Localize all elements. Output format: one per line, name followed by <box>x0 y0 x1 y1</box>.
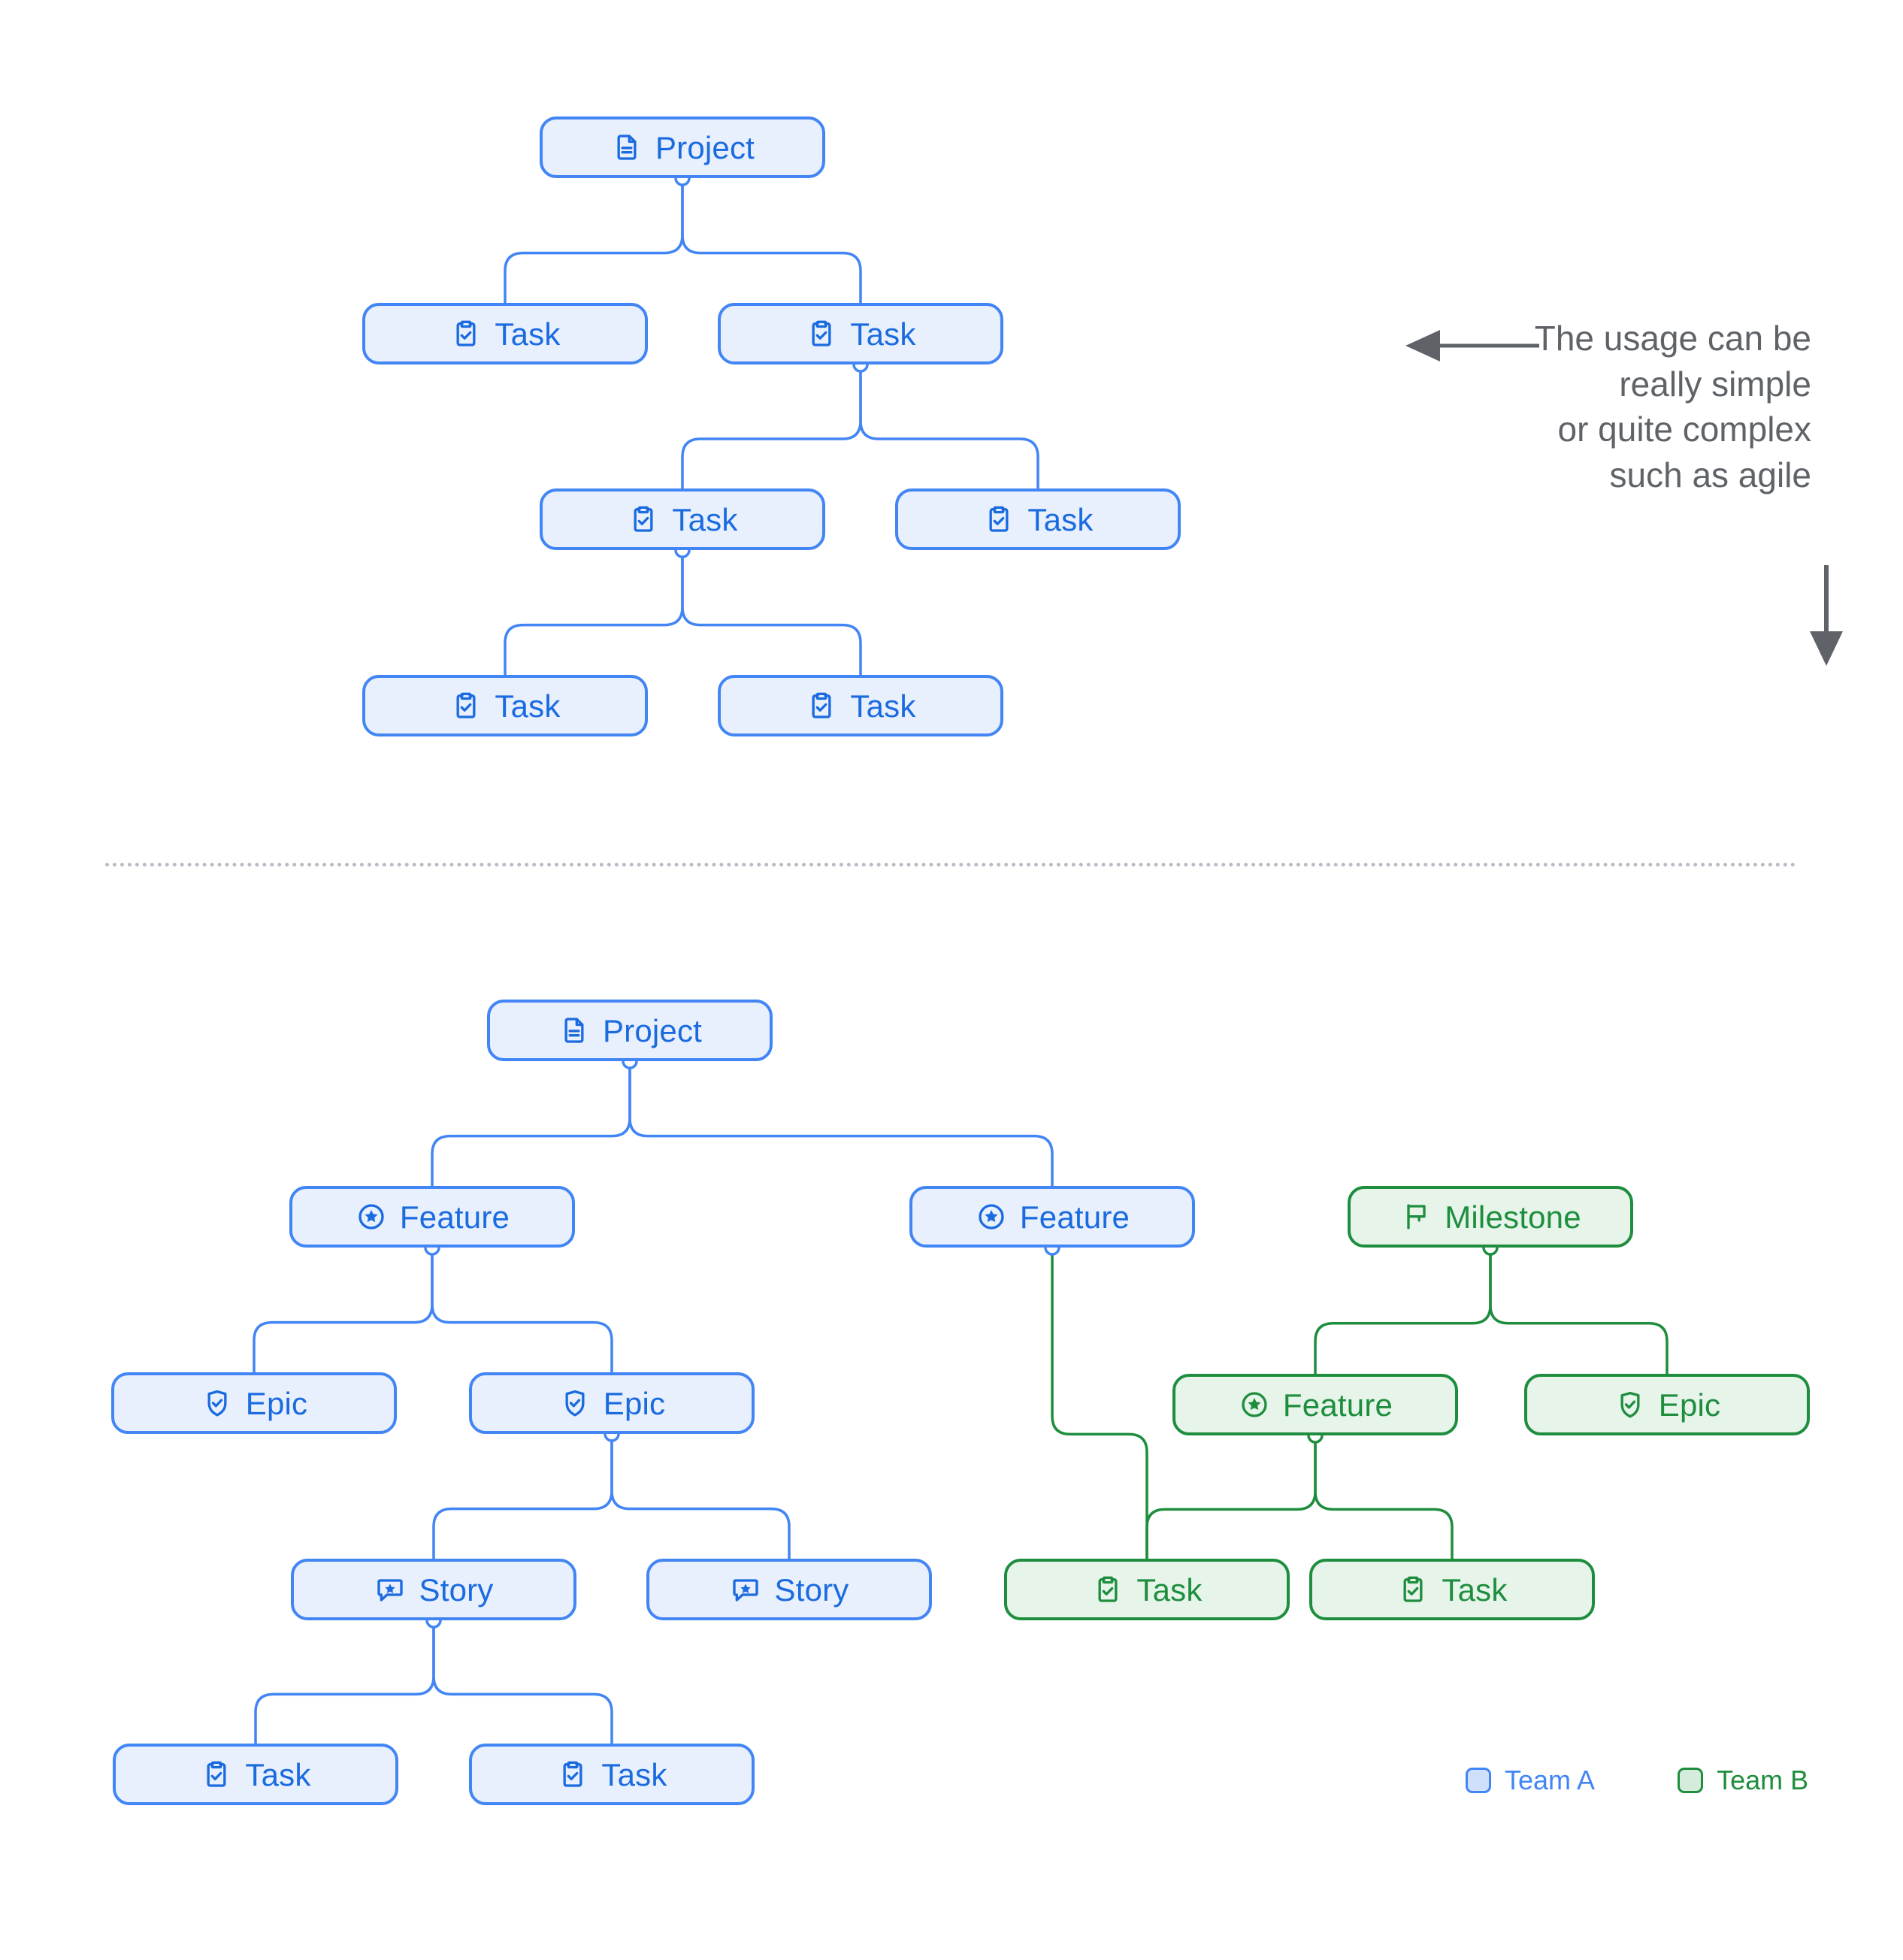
node-task[interactable]: Task <box>718 675 1003 737</box>
flag-icon <box>1399 1200 1433 1233</box>
connector <box>504 178 684 303</box>
node-label: Epic <box>245 1386 308 1421</box>
node-label: Project <box>602 1013 703 1048</box>
node-label: Task <box>495 688 561 724</box>
node-label: Task <box>1442 1572 1508 1608</box>
clipboard-check-icon <box>449 317 483 350</box>
node-epic[interactable]: Epic <box>1524 1374 1810 1435</box>
connector <box>1489 1248 1669 1374</box>
star-circle-icon <box>1238 1388 1271 1421</box>
node-label: Task <box>1027 502 1094 537</box>
node-project[interactable]: Project <box>487 1000 773 1061</box>
node-task[interactable]: Task <box>895 488 1181 550</box>
node-label: Story <box>774 1572 849 1608</box>
clipboard-check-icon <box>805 689 838 722</box>
connector <box>432 1620 613 1744</box>
annotation-line-4: such as agile <box>1609 455 1812 495</box>
node-feature[interactable]: Feature <box>909 1186 1195 1248</box>
node-milestone[interactable]: Milestone <box>1348 1186 1633 1248</box>
node-feature[interactable]: Feature <box>1172 1374 1458 1435</box>
annotation-line-2: really simple <box>1619 364 1811 404</box>
node-label: Feature <box>399 1199 510 1235</box>
connector <box>628 1061 1054 1186</box>
connector <box>681 364 862 488</box>
legend-item-team-a: Team A <box>1466 1765 1595 1796</box>
connector <box>859 364 1039 488</box>
arrow-down-icon <box>1810 565 1843 666</box>
node-task[interactable]: Task <box>718 303 1003 364</box>
connector <box>504 550 684 675</box>
comment-star-icon <box>729 1573 762 1606</box>
connector <box>432 1434 613 1559</box>
node-label: Epic <box>603 1386 666 1421</box>
node-task[interactable]: Task <box>1309 1559 1595 1620</box>
legend-label-team-a: Team A <box>1505 1765 1596 1795</box>
document-icon <box>610 131 643 164</box>
node-label: Task <box>495 316 561 352</box>
node-feature[interactable]: Feature <box>289 1186 575 1248</box>
connector <box>681 550 862 675</box>
node-label: Milestone <box>1445 1199 1581 1235</box>
legend-swatch-team-b <box>1678 1768 1704 1793</box>
legend-swatch-team-a <box>1466 1768 1491 1793</box>
connector <box>431 1061 631 1186</box>
node-label: Story <box>419 1572 494 1608</box>
clipboard-check-icon <box>982 503 1015 536</box>
clipboard-check-icon <box>627 503 660 536</box>
connector <box>254 1620 435 1744</box>
annotation-line-3: or quite complex <box>1557 410 1812 449</box>
connector <box>431 1248 613 1372</box>
node-epic[interactable]: Epic <box>111 1372 397 1434</box>
node-label: Task <box>850 316 916 352</box>
legend-item-team-b: Team B <box>1678 1765 1808 1796</box>
node-label: Task <box>245 1757 311 1792</box>
connector <box>253 1248 434 1372</box>
connector <box>681 178 862 303</box>
clipboard-check-icon <box>556 1758 589 1791</box>
node-label: Task <box>672 502 738 537</box>
node-task[interactable]: Task <box>362 675 648 737</box>
star-circle-icon <box>355 1200 388 1233</box>
legend-label-team-b: Team B <box>1717 1765 1809 1795</box>
arrow-left-icon <box>1405 330 1539 361</box>
node-label: Task <box>850 688 916 724</box>
node-label: Feature <box>1282 1387 1393 1423</box>
node-label: Epic <box>1658 1387 1721 1423</box>
annotation-line-1: The usage can be <box>1534 319 1811 358</box>
clipboard-check-icon <box>1396 1573 1430 1606</box>
node-task[interactable]: Task <box>469 1744 755 1805</box>
node-task[interactable]: Task <box>113 1744 398 1805</box>
node-task[interactable]: Task <box>362 303 648 364</box>
clipboard-check-icon <box>200 1758 233 1791</box>
connector <box>1314 1435 1454 1559</box>
node-label: Task <box>601 1757 667 1792</box>
node-task[interactable]: Task <box>540 488 825 550</box>
connector <box>1314 1248 1492 1374</box>
clipboard-check-icon <box>1091 1573 1124 1606</box>
node-label: Task <box>1136 1572 1203 1608</box>
node-label: Feature <box>1019 1199 1130 1235</box>
node-project[interactable]: Project <box>540 116 825 178</box>
node-story[interactable]: Story <box>291 1559 576 1620</box>
node-epic[interactable]: Epic <box>469 1372 755 1434</box>
connector <box>1145 1435 1317 1559</box>
document-icon <box>558 1014 591 1047</box>
star-circle-icon <box>975 1200 1008 1233</box>
comment-star-icon <box>374 1573 407 1606</box>
annotation-note: The usage can be really simple or quite … <box>1473 316 1811 498</box>
connector <box>610 1434 791 1559</box>
node-label: Project <box>655 130 755 165</box>
clipboard-check-icon <box>449 689 483 722</box>
section-divider <box>105 863 1796 867</box>
legend: Team A Team B <box>1466 1765 1808 1796</box>
shield-check-icon <box>1614 1388 1647 1421</box>
clipboard-check-icon <box>805 317 838 350</box>
node-story[interactable]: Story <box>646 1559 932 1620</box>
node-task[interactable]: Task <box>1004 1559 1290 1620</box>
connector <box>1051 1248 1148 1559</box>
shield-check-icon <box>201 1387 234 1420</box>
shield-check-icon <box>558 1387 591 1420</box>
